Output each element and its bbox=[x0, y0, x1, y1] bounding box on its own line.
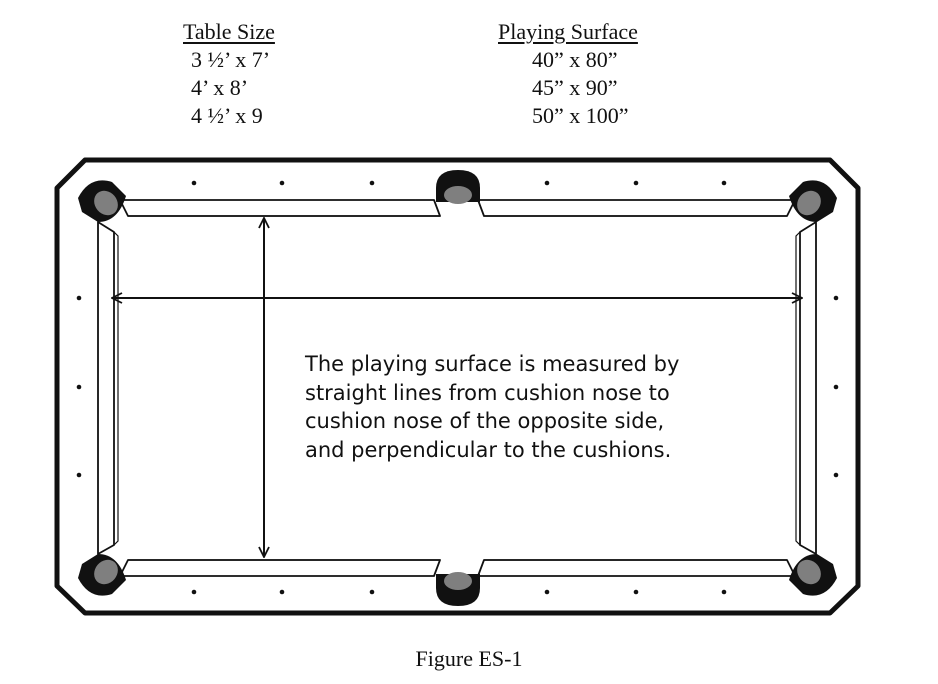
rail-diamond bbox=[279, 180, 285, 186]
measurement-description: The playing surface is measured by strai… bbox=[305, 350, 745, 464]
description-line: and perpendicular to the cushions. bbox=[305, 437, 672, 462]
cushion-top-right bbox=[477, 199, 796, 217]
rail-diamond bbox=[76, 472, 82, 478]
table-size-value: 3 ½’ x 7’ bbox=[191, 47, 271, 72]
table-size-value: 4 ½’ x 9 bbox=[191, 103, 263, 128]
corner-pocket-top-left bbox=[78, 180, 126, 222]
rail-diamond bbox=[279, 589, 285, 595]
side-pocket-bottom bbox=[436, 572, 480, 606]
cushion-bottom-left bbox=[119, 559, 441, 577]
rail-diamond bbox=[76, 295, 82, 301]
cushion-bottom-right bbox=[477, 559, 796, 577]
rail-diamond bbox=[76, 384, 82, 390]
table-size-value: 4’ x 8’ bbox=[191, 75, 249, 100]
corner-pocket-bottom-right bbox=[789, 554, 837, 596]
rail-diamond bbox=[191, 180, 197, 186]
playing-surface-column: Playing Surface 40” x 80” 45” x 90” 50” … bbox=[498, 18, 638, 130]
rail-diamond bbox=[633, 180, 639, 186]
rail-diamond bbox=[721, 589, 727, 595]
description-line: cushion nose of the opposite side, bbox=[305, 409, 665, 433]
table-rail-outer bbox=[54, 157, 861, 616]
rail-diamond bbox=[833, 472, 839, 478]
playing-surface-value: 40” x 80” bbox=[532, 47, 618, 72]
playing-surface-header: Playing Surface bbox=[498, 19, 638, 44]
cushion-right bbox=[799, 221, 817, 555]
rail-diamond bbox=[721, 180, 727, 186]
rail-diamond bbox=[633, 589, 639, 595]
rail-diamond bbox=[833, 384, 839, 390]
corner-pocket-top-right bbox=[789, 180, 837, 222]
playing-surface-value: 50” x 100” bbox=[532, 103, 629, 128]
rail-diamond bbox=[369, 589, 375, 595]
rail-diamond bbox=[191, 589, 197, 595]
figure-caption: Figure ES-1 bbox=[415, 646, 523, 671]
corner-pocket-bottom-left bbox=[78, 554, 126, 596]
description-line: The playing surface is measured by bbox=[305, 352, 680, 376]
description-line: straight lines from cushion nose to bbox=[305, 380, 670, 405]
rail-diamond bbox=[833, 295, 839, 301]
rail-diamond bbox=[544, 589, 550, 595]
cushion-left bbox=[97, 221, 115, 555]
cushion-edge-right bbox=[795, 231, 801, 546]
playing-surface-value: 45” x 90” bbox=[532, 75, 618, 100]
cushion-top-left bbox=[119, 199, 441, 217]
rail-diamonds bbox=[76, 180, 839, 595]
rail-diamond bbox=[544, 180, 550, 186]
cushion-edge-left bbox=[113, 231, 119, 546]
side-pocket-top bbox=[436, 170, 480, 204]
rail-diamond bbox=[369, 180, 375, 186]
table-size-header: Table Size bbox=[183, 19, 275, 44]
table-size-column: Table Size 3 ½’ x 7’ 4’ x 8’ 4 ½’ x 9 bbox=[183, 18, 275, 130]
